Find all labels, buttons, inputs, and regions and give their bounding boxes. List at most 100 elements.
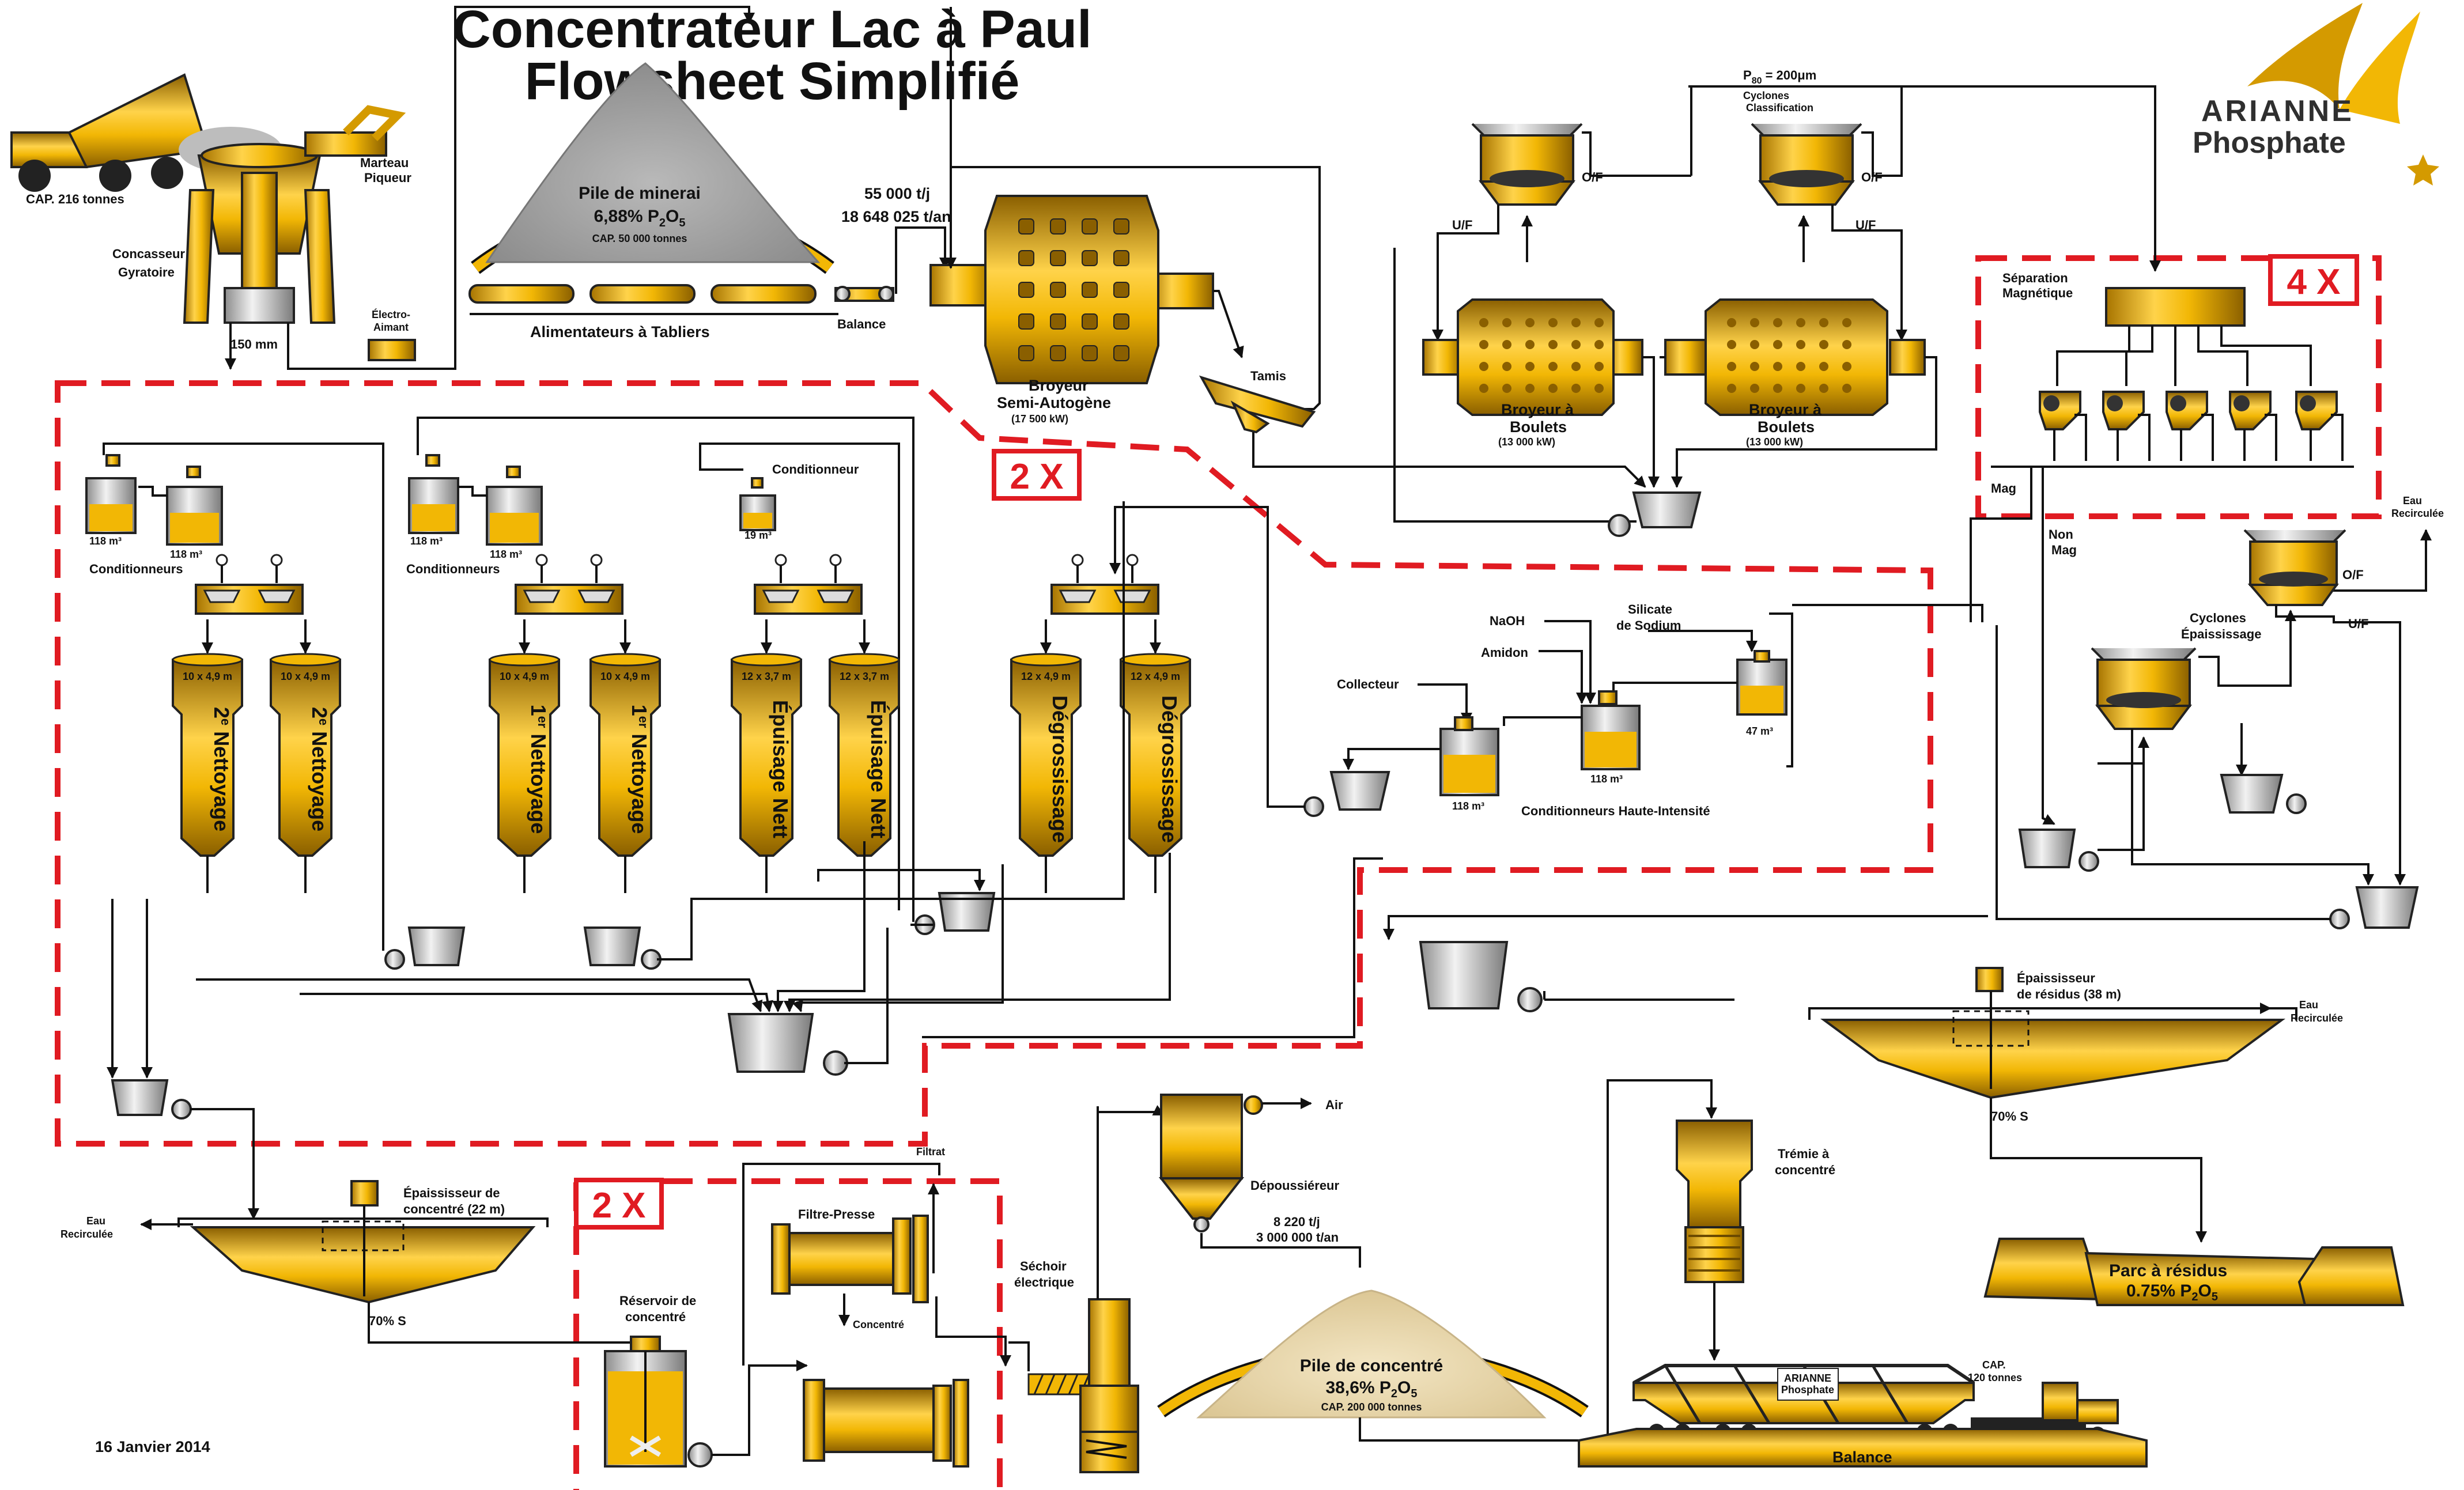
water-recirc-2: Recirculée [2391,508,2444,519]
cell-size: 12 x 4,9 m [1131,671,1180,682]
magnetic-separator-icon [2039,391,2087,461]
hi-conditioner-47 [1736,650,1787,716]
hi-vol-47: 47 m³ [1746,725,1773,737]
conditioners-label-1: Conditionneurs [89,562,183,576]
car-logo-1: ARIANNE [1784,1372,1831,1384]
cond-vol-2: 118 m³ [170,549,202,560]
non-mag-label-2: Mag [2051,543,2077,557]
title-block: Concentrateur Lac à Paul Flowsheet Simpl… [452,0,1091,111]
magnetic-region-outline [1975,255,2382,519]
cond-vol-19: 19 m³ [745,530,772,541]
star-icon [2407,154,2439,186]
tailings-thickener-2: de résidus (38 m) [2017,987,2121,1001]
filtration-badge: 2 X [592,1186,645,1226]
tailings-park-grade: 0.75% P2O5 [2126,1281,2218,1303]
ball-mill-dots [1727,318,1851,393]
tank-pump-icon [687,1442,713,1468]
hopper-label-2: concentré [1775,1163,1835,1177]
cell-name: Dégrossissage [1048,695,1072,843]
ore-pile-name: Pile de minerai [579,184,701,203]
car-logo-2: Phosphate [1781,1384,1834,1396]
concentrate-thickener-icon [190,1180,536,1304]
ball-mill-2-label-2: Boulets [1758,418,1815,436]
magnetic-separator-icon [2229,391,2277,461]
cond-vol-1: 118 m³ [89,535,122,547]
sag-rate-year: 18 648 025 t/an [841,208,951,225]
flotation-cell: 10 x 4,9 m2e Nettoyage [270,619,341,893]
hammer-label-1: Marteau [360,156,409,170]
tailings-park-icon [1983,1238,2405,1306]
collecteur-label: Collecteur [1337,677,1399,691]
conc-water-1: Eau [86,1215,105,1227]
cond-vol-4: 118 m³ [490,549,522,560]
magnetic-title-1: Séparation [2002,271,2068,285]
cyclone-cluster-2 [1751,123,1862,206]
concentrate-hopper-icon [1676,1120,1753,1283]
tailings-pump-icon [1419,941,1543,1012]
pump-of-icon [2329,886,2419,929]
screen-label: Tamis [1250,369,1286,383]
flotation-distributors [195,554,1159,615]
filter-press-lower-icon [803,1379,969,1468]
flotation-distributor [1050,554,1159,615]
cell-name: 1er Nettoyage [628,705,651,834]
hi-vol-118a: 118 m³ [1590,773,1623,785]
tailings-thickener-1: Épaississeur [2017,971,2095,985]
cell-size: 12 x 3,7 m [840,671,889,682]
sag-power: (17 500 kW) [1011,413,1068,425]
gyratory-crusher-icon [183,143,336,324]
cell-size: 12 x 3,7 m [742,671,791,682]
cond-vol-3: 118 m³ [410,535,443,547]
conc-pile-grade: 38,6% P2O5 [1325,1378,1417,1400]
magnetic-separators [2039,326,2344,461]
cell-name: 1er Nettoyage [527,705,550,834]
electromagnet-icon [368,339,416,361]
flotation-conditioners [85,454,776,546]
magnetic-badge: 4 X [2287,262,2340,302]
dryer-label-2: électrique [1014,1275,1074,1289]
ball-mill-2-power: (13 000 kW) [1746,436,1803,448]
thickening-cyclone-lower [2091,647,2197,730]
flotation-distributor [195,554,304,615]
ball-mill-dots [1479,318,1604,393]
cell-size: 12 x 4,9 m [1021,671,1071,682]
weigh-balance-icon [834,286,894,302]
sag-mill-icon [929,195,1214,384]
magnet-label-1: Électro- [372,308,410,320]
concentrate-tank-icon [604,1336,687,1468]
cyclone-cluster-1 [1471,123,1583,206]
ball-mill-1-label-1: Broyeur à [1501,401,1574,418]
mag-label: Mag [1991,481,2016,496]
truck-scale-label: Balance [1832,1449,1892,1466]
electric-dryer-icon [1079,1298,1139,1473]
tailings-solids: 70% S [1991,1109,2028,1124]
logo-line2: Phosphate [2193,126,2346,160]
cyclone1-of: O/F [1582,170,1603,184]
magnetic-distributor [2105,287,2246,327]
pump-cyclone-icon [2220,774,2307,814]
cell-name: 2e Nettoyage [308,707,331,831]
magnet-label-2: Aimant [373,322,409,333]
magnetic-separator-icon [2295,391,2344,461]
flotation-cell: 10 x 4,9 m2e Nettoyage [172,619,243,893]
feeders-label: Alimentateurs à Tabliers [530,323,710,341]
truck-capacity: CAP. 216 tonnes [26,192,124,206]
hi-conditioner-118b [1439,716,1499,796]
crusher-label-1: Concasseur [112,247,185,261]
flotation-region-outline [55,380,1933,1147]
filter-press-upper-icon [771,1215,929,1303]
cyclone1-uf: U/F [1452,218,1472,232]
conc-solids: 70% S [369,1314,406,1328]
hi-conditioners-label: Conditionneurs Haute-Intensité [1521,804,1710,818]
naoh-label: NaOH [1490,614,1525,628]
crusher-label-2: Gyratoire [118,265,175,279]
flot-pump-c [914,892,996,935]
cell-size: 10 x 4,9 m [500,671,549,682]
rock-breaker-icon [304,105,406,157]
air-label: Air [1325,1098,1343,1112]
conditioner-label-3: Conditionneur [772,462,859,477]
